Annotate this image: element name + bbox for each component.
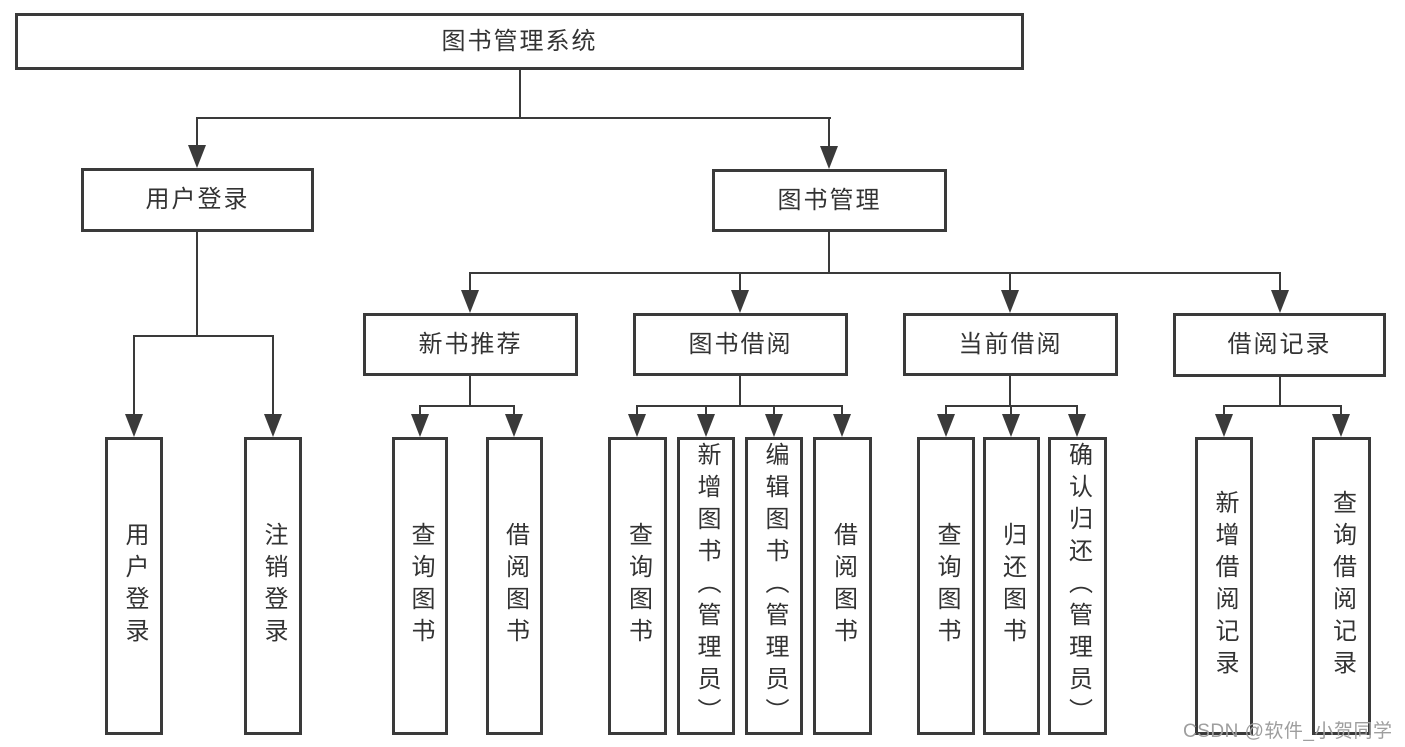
- connector-line: [945, 405, 1078, 407]
- leaf-query-books: 查询图书: [392, 437, 448, 735]
- leaf-query-books-label: 查询图书: [933, 522, 960, 650]
- connector-line: [636, 405, 843, 407]
- arrowhead-down-icon: [1001, 290, 1019, 313]
- connector-line: [196, 118, 198, 155]
- node-current-borrowing: 当前借阅: [903, 313, 1118, 376]
- connector-line: [1279, 377, 1281, 407]
- node-new-book-recommend: 新书推荐: [363, 313, 578, 376]
- node-borrowing-records-label: 借阅记录: [1227, 331, 1332, 358]
- node-borrowing-records: 借阅记录: [1173, 313, 1386, 377]
- node-library-system: 图书管理系统: [15, 13, 1024, 70]
- arrowhead-down-icon: [188, 145, 206, 168]
- leaf-add-borrow-record: 新增借阅记录: [1195, 437, 1253, 735]
- connector-line: [739, 273, 741, 300]
- leaf-query-books-label: 查询图书: [624, 522, 652, 650]
- arrowhead-down-icon: [1271, 290, 1289, 313]
- leaf-query-borrow-record: 查询借阅记录: [1312, 437, 1371, 735]
- connector-line: [272, 336, 274, 424]
- arrowhead-down-icon: [731, 290, 749, 313]
- connector-line: [1279, 273, 1281, 300]
- connector-line: [196, 117, 831, 119]
- node-user-login: 用户登录: [81, 168, 314, 232]
- node-library-system-label: 图书管理系统: [441, 27, 598, 55]
- leaf-return-books: 归还图书: [983, 437, 1040, 735]
- arrowhead-down-icon: [628, 414, 646, 437]
- leaf-return-books-label: 归还图书: [998, 522, 1026, 650]
- leaf-add-books-admin: 新增图书（管理员）: [677, 437, 735, 735]
- arrowhead-down-icon: [765, 414, 783, 437]
- arrowhead-down-icon: [937, 414, 955, 437]
- node-new-book-recommend-label: 新书推荐: [418, 330, 523, 358]
- arrowhead-down-icon: [264, 414, 282, 437]
- node-book-management: 图书管理: [712, 169, 947, 232]
- arrowhead-down-icon: [1215, 414, 1233, 437]
- leaf-logout-login: 注销登录: [244, 437, 302, 735]
- arrowhead-down-icon: [1332, 414, 1350, 437]
- connector-line: [828, 118, 830, 156]
- leaf-add-books-admin-label: 新增图书（管理员）: [693, 442, 720, 730]
- arrowhead-down-icon: [1068, 414, 1086, 437]
- leaf-add-borrow-record-label: 新增借阅记录: [1211, 490, 1238, 682]
- connector-line: [739, 376, 741, 407]
- leaf-borrow-books: 借阅图书: [486, 437, 543, 735]
- arrowhead-down-icon: [461, 290, 479, 313]
- arrowhead-down-icon: [125, 414, 143, 437]
- node-book-borrowing: 图书借阅: [633, 313, 848, 376]
- connector-line: [469, 272, 1281, 274]
- leaf-query-books: 查询图书: [917, 437, 975, 735]
- arrowhead-down-icon: [833, 414, 851, 437]
- connector-line: [828, 232, 830, 274]
- watermark: CSDN @软件_小贺同学: [1183, 721, 1393, 742]
- connector-line: [133, 336, 135, 424]
- connector-line: [133, 335, 274, 337]
- leaf-borrow-books-label: 借阅图书: [829, 522, 857, 650]
- leaf-user-login-label: 用户登录: [121, 522, 148, 650]
- connector-line: [1009, 376, 1011, 407]
- leaf-query-books-label: 查询图书: [407, 522, 434, 650]
- arrowhead-down-icon: [411, 414, 429, 437]
- node-user-login-label: 用户登录: [145, 186, 250, 213]
- connector-line: [519, 70, 521, 119]
- connector-line: [196, 232, 198, 337]
- arrowhead-down-icon: [820, 146, 838, 169]
- node-book-management-label: 图书管理: [777, 186, 882, 214]
- leaf-edit-books-admin: 编辑图书（管理员）: [745, 437, 803, 735]
- leaf-user-login: 用户登录: [105, 437, 163, 735]
- leaf-confirm-return-admin-label: 确认归还（管理员）: [1064, 442, 1092, 730]
- node-current-borrowing-label: 当前借阅: [958, 330, 1063, 358]
- connector-line: [469, 376, 471, 407]
- leaf-query-borrow-record-label: 查询借阅记录: [1328, 490, 1356, 682]
- arrowhead-down-icon: [505, 414, 523, 437]
- leaf-borrow-books-label: 借阅图书: [501, 522, 529, 650]
- leaf-query-books: 查询图书: [608, 437, 667, 735]
- leaf-logout-login-label: 注销登录: [260, 522, 287, 650]
- arrowhead-down-icon: [1002, 414, 1020, 437]
- connector-line: [1009, 273, 1011, 300]
- leaf-confirm-return-admin: 确认归还（管理员）: [1048, 437, 1107, 735]
- leaf-edit-books-admin-label: 编辑图书（管理员）: [761, 442, 788, 730]
- connector-line: [419, 405, 515, 407]
- leaf-borrow-books: 借阅图书: [813, 437, 872, 735]
- arrowhead-down-icon: [697, 414, 715, 437]
- node-book-borrowing-label: 图书借阅: [688, 330, 793, 358]
- connector-line: [1223, 405, 1342, 407]
- connector-line: [469, 273, 471, 300]
